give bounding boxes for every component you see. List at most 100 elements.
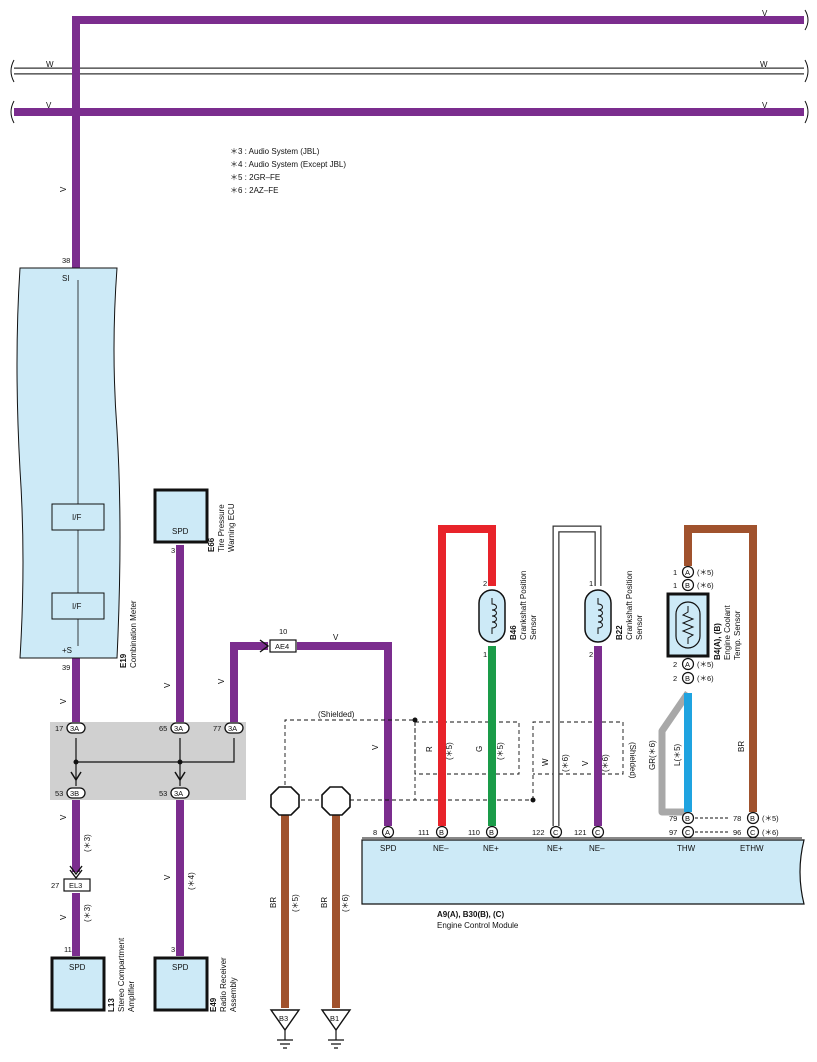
connector-el3-box	[63, 878, 91, 892]
coil-icon	[597, 598, 603, 634]
arrow-icon	[259, 639, 270, 653]
ecm-pin-number: 96	[733, 828, 741, 837]
notes: ＊3 : Audio System (JBL) ＊4 : Audio Syste…	[230, 147, 346, 195]
pin-number: 65	[159, 724, 167, 733]
connector-circle	[681, 578, 695, 592]
ecm-name: Engine Control Module	[437, 921, 519, 930]
wire-gray	[658, 691, 691, 816]
component-name: Crankshaft Position	[625, 571, 634, 640]
component-code: B4(A), (B)	[713, 623, 722, 660]
ecm-connector-circle	[381, 825, 395, 839]
ecm-pin-label: NE–	[433, 844, 449, 853]
shield-ground-octagon	[321, 786, 351, 816]
junction-block-body	[50, 722, 246, 800]
ecm-pin-label: SPD	[380, 844, 397, 853]
ecm-connector-label: C	[685, 828, 691, 837]
ground-point-b3	[269, 1009, 301, 1032]
pin-number: 53	[55, 789, 63, 798]
component-name: Engine Coolant	[723, 605, 732, 660]
wire-label: W	[541, 758, 550, 766]
ecm-connector-circle	[435, 825, 449, 839]
ecm-connector-circle	[681, 811, 695, 825]
pin-number: 2	[673, 660, 677, 669]
variant-note: (＊6)	[697, 581, 714, 590]
connector-pill-label: 3A	[228, 724, 237, 733]
connector-pill	[170, 787, 190, 799]
ecm-connector-label: A	[385, 828, 390, 837]
connector-pill	[66, 722, 86, 734]
connector-pill	[224, 722, 244, 734]
wire-label: V	[59, 186, 68, 192]
ecm-connector-circle	[485, 825, 499, 839]
pin-number: 2	[673, 674, 677, 683]
thermistor-frame	[675, 601, 701, 649]
wire-label: BR	[737, 741, 746, 752]
bus-w-left-label: W	[46, 60, 54, 69]
pin-number: 1	[673, 581, 677, 590]
ecm-pin-label: THW	[677, 844, 696, 853]
connector-circle	[681, 657, 695, 671]
component-code: L13	[107, 998, 116, 1012]
wire-label: V	[59, 698, 68, 704]
meter-if-label: I/F	[72, 513, 81, 522]
component-code: E19	[119, 653, 128, 668]
splice-point	[530, 797, 536, 803]
pin-number: 77	[213, 724, 221, 733]
pin-number: 39	[62, 663, 70, 672]
bus-lines: V W W V V	[10, 9, 809, 124]
wire-white	[552, 525, 602, 826]
junction-wire	[76, 738, 235, 763]
shield-ground-octagon	[270, 786, 300, 816]
wire-label: V	[59, 814, 68, 820]
ecm-pin-label: NE+	[547, 844, 563, 853]
pin-number: 2	[589, 650, 593, 659]
radio-receiver: SPD 3 E49 Radio Receiver Assembly	[153, 945, 238, 1012]
ecm-connector-label: B	[750, 814, 755, 823]
ecm-pin-number: 78	[733, 814, 741, 823]
wire-label: V	[163, 682, 172, 688]
pin-number: 1	[673, 568, 677, 577]
ecm-pin-number: 122	[532, 828, 545, 837]
variant-note: (＊6)	[762, 828, 779, 837]
splice-point	[73, 759, 79, 765]
pin-number: 3	[171, 945, 175, 954]
wire-white-core	[553, 526, 601, 826]
meter-if-block	[51, 592, 105, 620]
ecm-code: A9(A), B30(B), (C)	[437, 910, 504, 919]
ground-label: B1	[330, 1014, 339, 1023]
component-name: Amplifier	[127, 981, 136, 1012]
violet-wires	[72, 16, 392, 956]
wire-label: R	[425, 746, 434, 752]
bus-top-v-label: V	[762, 9, 768, 18]
connector-pill-label: 3A	[174, 789, 183, 798]
note-line: ＊3 : Audio System (JBL)	[230, 147, 320, 156]
pin-number: 27	[51, 881, 59, 890]
connector-pill-label: 3A	[174, 724, 183, 733]
ecm-connector-circle	[549, 825, 563, 839]
wire-label: (＊4)	[187, 872, 196, 890]
wire-label: (＊5)	[291, 894, 300, 912]
component-name: Combination Meter	[129, 600, 138, 668]
shield-box	[414, 721, 520, 775]
ecm-pin-number: 121	[574, 828, 587, 837]
wire-label: L(＊5)	[673, 743, 682, 766]
connector-pill-label: 3A	[70, 724, 79, 733]
wire-label: BR	[269, 897, 278, 908]
coil-icon	[491, 598, 497, 634]
ecm-connector-label: B	[439, 828, 444, 837]
ecm-pin-label: NE–	[589, 844, 605, 853]
ecm-pin-label: ETHW	[740, 844, 764, 853]
pin-number: 3	[171, 546, 175, 555]
tpms-body	[153, 488, 209, 544]
pin-number: 53	[159, 789, 167, 798]
wire-label: V	[371, 744, 380, 750]
connector-circle-label: B	[685, 674, 690, 683]
ecm-pin-number: 97	[669, 828, 677, 837]
ecm-pin-number: 110	[468, 828, 480, 837]
wire-label: (＊3)	[83, 904, 92, 922]
component-name: Temp. Sensor	[733, 610, 742, 660]
crankshaft-sensor-b46: 2 1 B46 Crankshaft Position Sensor R (＊5…	[425, 525, 538, 826]
ecm-connector-label: C	[595, 828, 601, 837]
ecm-connector-label: C	[553, 828, 559, 837]
connector-pill-label: 3B	[70, 789, 79, 798]
